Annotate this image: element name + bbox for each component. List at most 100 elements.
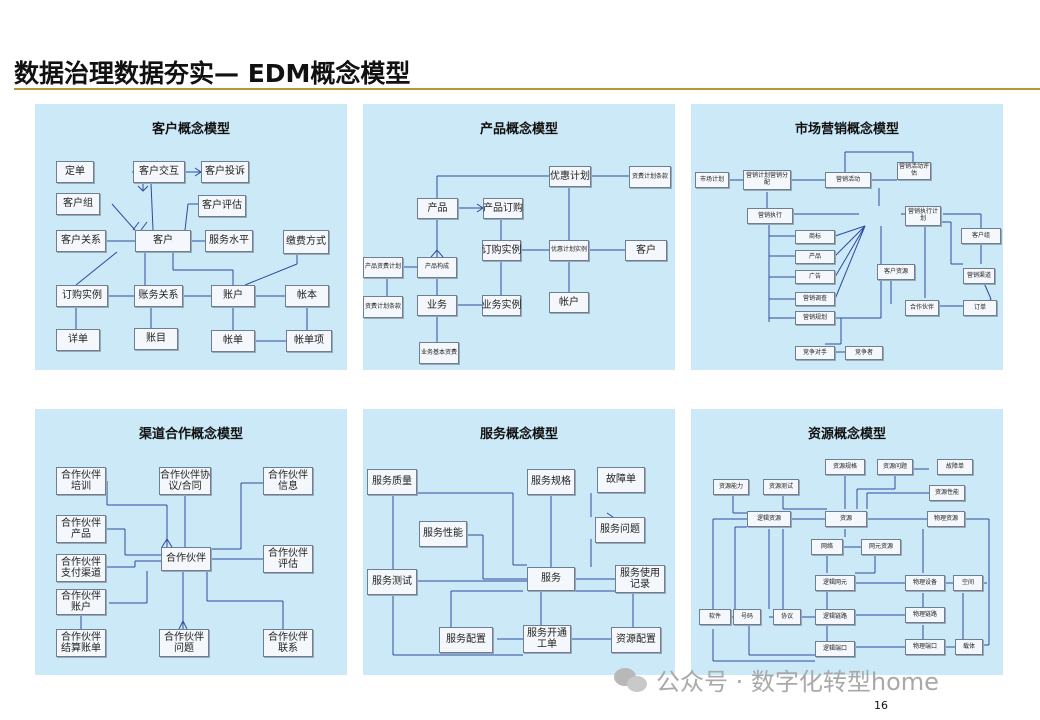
node-partner: 合作伙伴 bbox=[905, 300, 939, 316]
node-product: 产品 bbox=[417, 198, 458, 219]
panel-service-model: 服务概念模型 服务质量 服务规格 故障单 服务性能 服务问题 服务测试 服务 服… bbox=[363, 409, 675, 675]
node-basic-tariff: 业务基本资费 bbox=[419, 342, 459, 364]
node-discount-plan: 优惠计划 bbox=[549, 166, 591, 187]
panel-product-connectors bbox=[386, 175, 629, 342]
node-partner-agreement: 合作伙伴协议/合同 bbox=[159, 467, 211, 495]
panel-product-model: 产品概念模型 优惠计划 资费计划条款 产品 产品订购 订购实例 优惠计划实例 客… bbox=[363, 104, 675, 370]
node-number: 号码 bbox=[733, 609, 761, 625]
node-resource-spec: 资源规格 bbox=[825, 459, 865, 475]
node-customer-evaluation: 客户评估 bbox=[198, 195, 246, 217]
watermark: 公众号 · 数字化转型home bbox=[614, 662, 939, 697]
node-planning: 营销规划 bbox=[795, 311, 835, 325]
node-resource-performance: 资源性能 bbox=[929, 485, 965, 501]
node-business-instance: 业务实例 bbox=[482, 295, 522, 316]
node-physical-port: 物理端口 bbox=[905, 639, 945, 655]
page-number: 16 bbox=[874, 699, 888, 712]
node-product: 产品 bbox=[795, 250, 835, 264]
panel-channel-title: 渠道合作概念模型 bbox=[138, 427, 243, 442]
panel-marketing-connectors bbox=[727, 151, 992, 353]
node-customer-group: 客户组 bbox=[56, 193, 100, 215]
node-fault-ticket: 故障单 bbox=[597, 467, 645, 493]
node-bill: 帐单 bbox=[211, 330, 255, 352]
node-product-composition: 产品构成 bbox=[417, 257, 457, 278]
node-resource-config: 资源配置 bbox=[611, 627, 661, 653]
title-rule bbox=[14, 88, 1040, 90]
node-partner-payment: 合作伙伴支付渠道 bbox=[56, 554, 106, 582]
node-fault-ticket: 故障单 bbox=[937, 459, 973, 475]
node-logical-port: 逻辑端口 bbox=[815, 641, 855, 657]
node-order-instance: 订购实例 bbox=[482, 240, 522, 261]
panel-customer-title: 客户概念模型 bbox=[151, 122, 230, 137]
node-service-test: 服务测试 bbox=[367, 569, 417, 595]
node-service-level: 服务水平 bbox=[205, 230, 253, 252]
node-brand: 商标 bbox=[795, 230, 835, 244]
node-tariff-terms-top: 资费计划条款 bbox=[629, 166, 671, 188]
node-competitor: 竞争对手 bbox=[795, 346, 835, 360]
node-account: 帐户 bbox=[549, 292, 589, 313]
node-logical-link: 逻辑链路 bbox=[815, 609, 855, 625]
node-service-performance: 服务性能 bbox=[419, 521, 467, 547]
node-customer-complaint: 客户投诉 bbox=[201, 161, 249, 183]
node-customer: 客户 bbox=[135, 230, 191, 252]
node-subscription-instance: 订购实例 bbox=[56, 285, 108, 307]
node-physical-device: 物理设备 bbox=[905, 575, 945, 591]
node-channel: 营销渠道 bbox=[963, 268, 995, 284]
node-survey: 营销调查 bbox=[795, 292, 835, 306]
node-resource-test: 资源测试 bbox=[763, 479, 799, 495]
node-partner: 合作伙伴 bbox=[161, 547, 211, 571]
node-carrier: 载体 bbox=[955, 639, 983, 655]
panel-product-title: 产品概念模型 bbox=[479, 122, 558, 137]
node-partner-account: 合作伙伴账户 bbox=[56, 589, 106, 615]
node-partner-evaluation: 合作伙伴评估 bbox=[263, 545, 313, 573]
node-partner-info: 合作伙伴信息 bbox=[263, 467, 313, 495]
node-product-tariff: 产品资费计划 bbox=[363, 257, 403, 278]
panel-resource-title: 资源概念模型 bbox=[807, 427, 886, 442]
node-order: 定单 bbox=[56, 161, 94, 183]
node-customer-relation: 客户关系 bbox=[56, 230, 106, 252]
wechat-icon bbox=[614, 666, 648, 694]
node-resource-capability: 资源能力 bbox=[713, 479, 749, 495]
node-logical-network-element: 逻辑网元 bbox=[815, 575, 855, 591]
node-resource: 资源 bbox=[825, 511, 867, 527]
node-campaign-evaluation: 营销活动评估 bbox=[897, 162, 931, 180]
node-software: 软件 bbox=[699, 609, 731, 625]
node-order: 订单 bbox=[963, 300, 997, 316]
node-payment-method: 缴费方式 bbox=[283, 230, 329, 254]
node-provisioning-order: 服务开通工单 bbox=[523, 625, 571, 653]
node-detail-bill: 详单 bbox=[56, 329, 100, 351]
panel-channel-model: 渠道合作概念模型 合作伙伴培训 合作伙伴协议/合同 合作伙伴信息 合作伙伴产品 … bbox=[35, 409, 347, 675]
panel-marketing-title: 市场营销概念模型 bbox=[794, 122, 899, 137]
panel-service-title: 服务概念模型 bbox=[479, 427, 558, 442]
node-bill-item: 帐单项 bbox=[286, 330, 332, 352]
node-logical-resource: 逻辑资源 bbox=[747, 511, 791, 527]
node-campaign: 营销活动 bbox=[825, 172, 871, 188]
node-partner-contact: 合作伙伴联系 bbox=[263, 629, 313, 657]
node-competitor-person: 竞争者 bbox=[845, 346, 883, 360]
node-physical-resource: 物理资源 bbox=[927, 511, 965, 527]
node-resource-issue: 资源问题 bbox=[877, 459, 913, 475]
node-ledger: 帐本 bbox=[285, 285, 329, 307]
node-service-usage-record: 服务使用记录 bbox=[615, 565, 665, 593]
node-customer-interaction: 客户交互 bbox=[133, 161, 185, 183]
node-discount-instance: 优惠计划实例 bbox=[549, 240, 589, 261]
panel-service-connectors bbox=[392, 492, 634, 656]
node-partner-issue: 合作伙伴问题 bbox=[159, 629, 209, 657]
panel-resource-connectors bbox=[712, 468, 990, 662]
node-service: 服务 bbox=[527, 567, 575, 591]
node-customer: 客户 bbox=[625, 240, 667, 261]
node-physical-link: 物理链路 bbox=[905, 607, 945, 623]
node-account: 账户 bbox=[211, 285, 255, 307]
node-account-relation: 账务关系 bbox=[134, 285, 183, 307]
node-account-item: 账目 bbox=[134, 328, 178, 350]
node-business: 业务 bbox=[417, 295, 457, 316]
node-tariff-terms-bottom: 资费计划条款 bbox=[363, 296, 403, 318]
node-product-order: 产品订购 bbox=[483, 198, 523, 219]
node-campaign-exec: 营销执行 bbox=[747, 208, 793, 224]
panel-resource-model: 资源概念模型 资源规格 资源问题 故障单 资源性能 资源测试 资源能力 逻辑资源… bbox=[691, 409, 1003, 675]
node-exec-plan: 营销执行计划 bbox=[905, 206, 941, 226]
node-partner-settlement: 合作伙伴结算账单 bbox=[56, 629, 106, 657]
node-partner-training: 合作伙伴培训 bbox=[56, 467, 106, 495]
node-network-element-resource: 网元资源 bbox=[861, 539, 901, 555]
node-plan-allocation: 营销计划营销分配 bbox=[743, 170, 791, 190]
node-customer-resource: 客户资源 bbox=[877, 264, 915, 280]
